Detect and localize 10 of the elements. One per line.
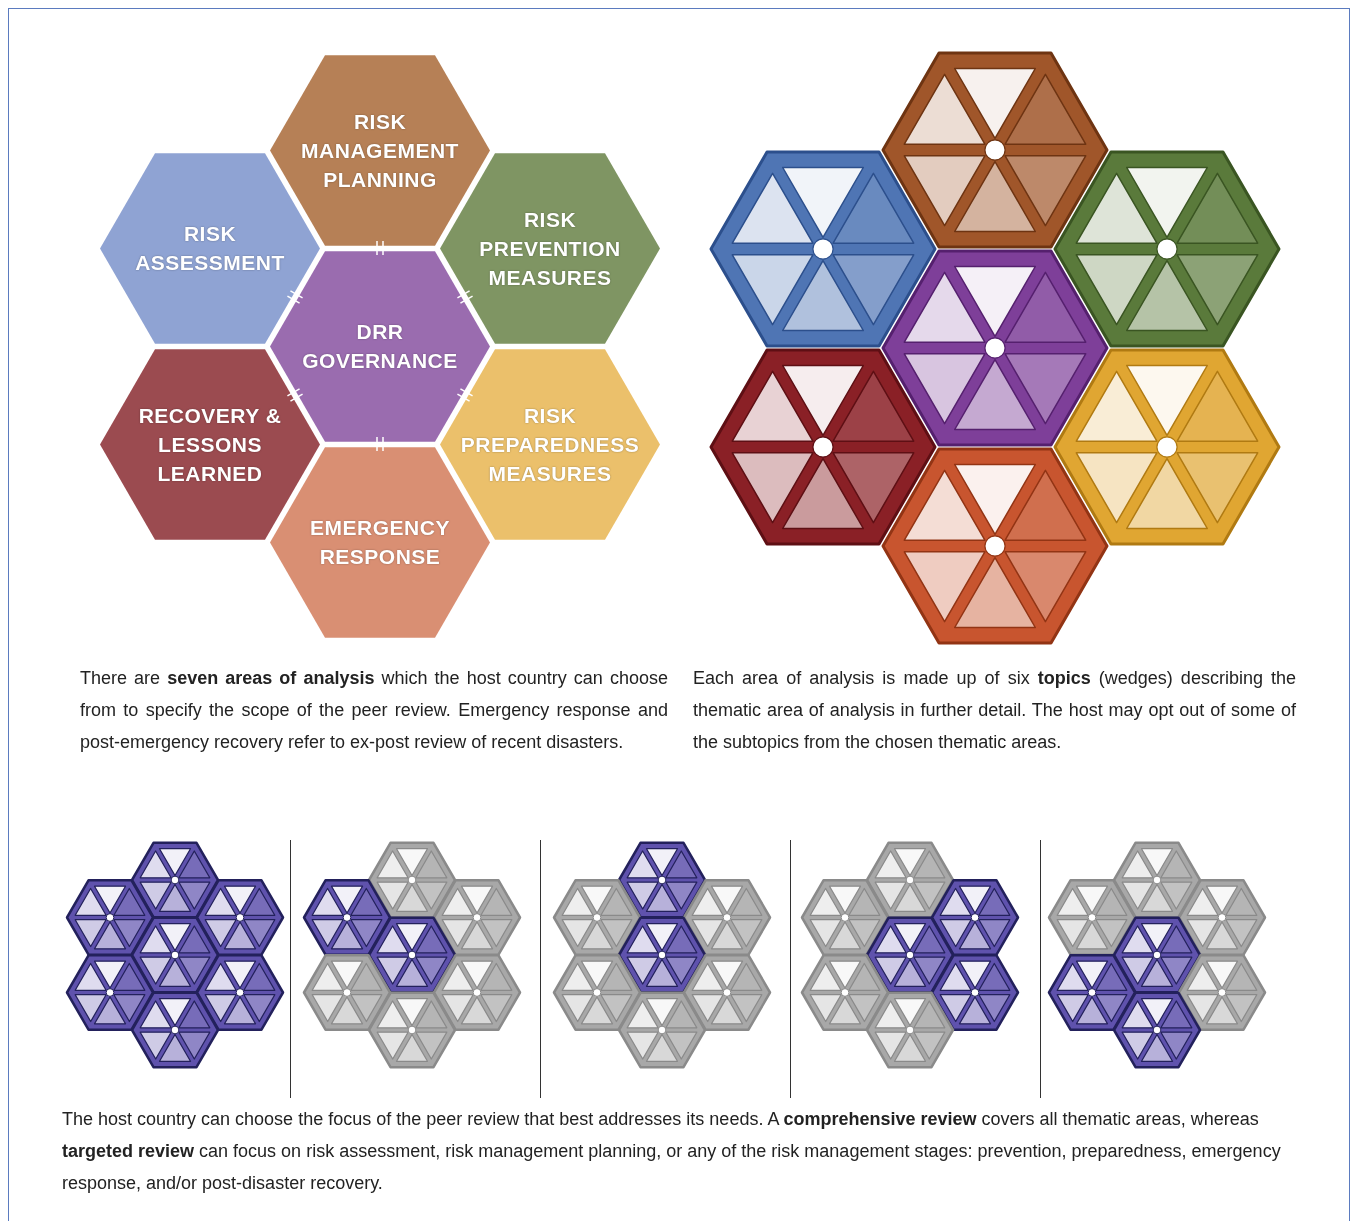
description-paragraph: Each area of analysis is made up of six topics (wedges) describing the thematic area of analysis in further detail. The host may opt out of some of the subtopics from the chosen thematic areas. [693,667,1296,754]
tile-label: DRR GOVERNANCE [301,319,459,374]
tile-label: EMERGENCY RESPONSE [309,515,451,570]
tile-label: RISK ASSESSMENT [134,221,286,276]
tile-label: RISK PREVENTION MEASURES [478,206,622,291]
tile-label: RISK PREPAREDNESS MEASURES [459,402,641,487]
description-paragraph: There are seven areas of analysis which the host country can choose from to specify the scope of the peer review. Emergency response and post-emergency recovery refer to ex-post review of recent disasters. [80,667,668,754]
tile-label: RECOVERY & LESSONS LEARNED [137,402,283,487]
description-paragraph: The host country can choose the focus of the peer review that best addresses its needs. A comprehensive review covers all thematic areas, whereas targeted review can focus on risk assessment, risk management planning, or any of the risk management stages: prevention, preparedness, emergency response, and/or post-disaster recovery. [62,1108,1282,1195]
tile-label: RISK MANAGEMENT PLANNING [300,108,460,193]
